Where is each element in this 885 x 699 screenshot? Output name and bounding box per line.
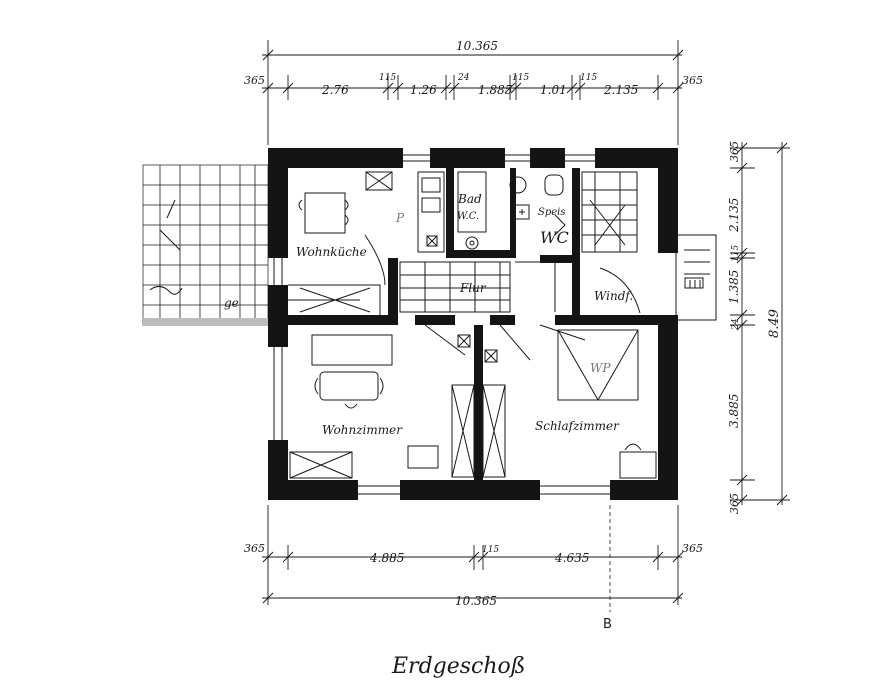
dim-top-seg-0: 365 xyxy=(244,74,265,87)
terrace-grid xyxy=(142,164,269,326)
room-label-flur: Flur xyxy=(459,281,487,295)
dim-top-seg-6: 115 xyxy=(512,73,529,83)
dim-top-seg-3: 1.26 xyxy=(410,83,437,97)
room-label-p: P xyxy=(395,211,405,225)
dim-bottom-overall: 10.365 xyxy=(455,594,497,608)
dim-top-seg-5: 1.885 xyxy=(478,83,512,97)
dimension-lines xyxy=(262,40,790,605)
section-marker: B xyxy=(603,617,612,632)
dim-top-seg-8: 115 xyxy=(580,73,597,83)
terrace-label: ge xyxy=(224,296,239,310)
dim-bottom-seg-4: 365 xyxy=(682,542,703,555)
interior-walls xyxy=(288,168,658,480)
floor-plan-title: Erdgeschoß xyxy=(391,654,525,679)
dim-right-seg-3: 1.385 xyxy=(727,270,741,304)
dim-top-seg-10: 365 xyxy=(682,74,703,87)
dim-right-seg-2: 115 xyxy=(731,245,741,262)
windows xyxy=(273,154,610,495)
furniture xyxy=(288,171,657,479)
dim-top-seg-7: 1.01 xyxy=(540,83,567,97)
room-label-wohnkueche: Wohnküche xyxy=(296,245,367,259)
room-label-wc: W.C. xyxy=(457,211,479,222)
dim-bottom-seg-2: 115 xyxy=(482,545,499,555)
dim-right-overall: 8.49 xyxy=(767,309,782,338)
entrance-steps xyxy=(675,234,717,321)
dim-right-seg-6: 365 xyxy=(728,493,741,514)
dim-top-overall: 10.365 xyxy=(456,39,498,53)
dim-top-seg-2: 115 xyxy=(379,73,396,83)
terrace-edge xyxy=(143,318,268,326)
dim-right-seg-0: 365 xyxy=(728,141,741,162)
dim-bottom-seg-1: 4.885 xyxy=(369,551,404,565)
dim-right-seg-5: 3.885 xyxy=(727,394,741,428)
chimney-symbols xyxy=(426,235,498,363)
room-label-bad: Bad xyxy=(457,192,482,206)
dim-top-seg-1: 2.76 xyxy=(321,83,349,97)
room-label-windfang: Windf. xyxy=(594,289,633,303)
dim-bottom-seg-3: 4.635 xyxy=(554,551,589,565)
dim-right-seg-1: 2.135 xyxy=(727,198,741,233)
room-label-wohnzimmer: Wohnzimmer xyxy=(322,423,403,437)
dim-right-seg-4: 24 xyxy=(731,318,741,331)
room-label-speis: Speis xyxy=(538,207,566,218)
room-label-wp: WP xyxy=(590,361,611,375)
dim-bottom-seg-0: 365 xyxy=(244,542,265,555)
outer-walls xyxy=(268,148,678,500)
dim-top-seg-4: 24 xyxy=(457,73,470,83)
dim-top-seg-9: 2.135 xyxy=(603,83,638,97)
room-label-wc-small: WC xyxy=(540,228,569,247)
room-label-schlafzimmer: Schlafzimmer xyxy=(535,419,620,433)
